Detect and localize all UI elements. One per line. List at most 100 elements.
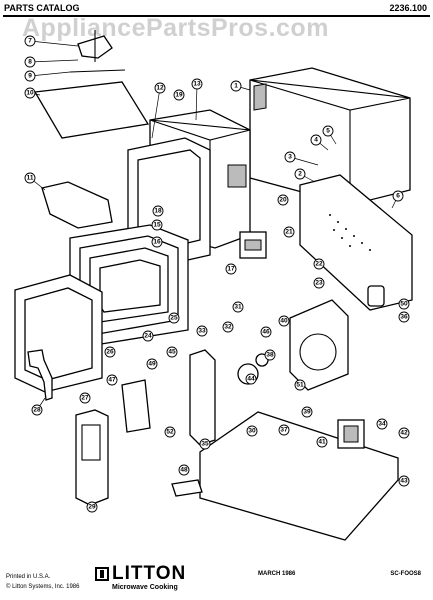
- svg-text:37: 37: [280, 427, 288, 434]
- brand-subtitle: Microwave Cooking: [112, 584, 178, 591]
- svg-text:1: 1: [234, 83, 238, 90]
- svg-text:26: 26: [106, 349, 114, 356]
- door-latch: [27, 349, 53, 401]
- svg-text:39: 39: [303, 409, 311, 416]
- callout-19: 19: [173, 89, 185, 101]
- svg-text:47: 47: [108, 377, 116, 384]
- callout-21: 21: [283, 226, 295, 238]
- callout-45: 45: [166, 346, 178, 358]
- callout-35: 35: [199, 438, 211, 450]
- svg-text:12: 12: [156, 85, 164, 92]
- svg-text:42: 42: [400, 430, 408, 437]
- copyright-note: © Litton Systems, Inc. 1986: [6, 584, 80, 590]
- callout-31: 31: [232, 301, 244, 313]
- callout-5: 5: [322, 125, 334, 137]
- outer-door: [14, 274, 103, 393]
- callout-51: 51: [294, 379, 306, 391]
- callout-50: 50: [398, 298, 410, 310]
- svg-text:51: 51: [296, 382, 304, 389]
- callout-30: 30: [246, 425, 258, 437]
- svg-text:19: 19: [175, 92, 183, 99]
- svg-text:52: 52: [166, 429, 174, 436]
- terminal-block: [171, 479, 203, 497]
- callout-41: 41: [316, 436, 328, 448]
- catalog-title: PARTS CATALOG: [4, 3, 80, 13]
- callout-33: 33: [196, 325, 208, 337]
- callout-28: 28: [31, 404, 43, 416]
- svg-text:8: 8: [28, 59, 32, 66]
- callout-2: 2: [294, 168, 306, 180]
- callout-42: 42: [398, 427, 410, 439]
- callout-48: 48: [178, 464, 190, 476]
- waveguide-cover: [33, 81, 150, 139]
- callout-46: 46: [260, 326, 272, 338]
- callout-38: 38: [264, 349, 276, 361]
- callout-43: 43: [398, 475, 410, 487]
- svg-text:7: 7: [28, 38, 32, 45]
- callout-13: 13: [191, 78, 203, 90]
- callout-16: 16: [151, 236, 163, 248]
- callout-47: 47: [106, 374, 118, 386]
- svg-text:49: 49: [148, 361, 156, 368]
- control-panel: [75, 409, 109, 506]
- publication-date: MARCH 1986: [258, 571, 296, 577]
- outer-cabinet: [249, 67, 411, 206]
- svg-text:4: 4: [314, 137, 318, 144]
- callout-15: 15: [151, 219, 163, 231]
- svg-text:36: 36: [400, 314, 408, 321]
- header-rule: [3, 15, 430, 17]
- callout-10: 10: [24, 87, 36, 99]
- callout-24: 24: [142, 330, 154, 342]
- svg-text:50: 50: [400, 301, 408, 308]
- svg-text:21: 21: [285, 229, 293, 236]
- svg-text:33: 33: [198, 328, 206, 335]
- svg-text:25: 25: [170, 315, 178, 322]
- svg-text:45: 45: [168, 349, 176, 356]
- svg-text:27: 27: [81, 395, 89, 402]
- callout-44: 44: [245, 373, 257, 385]
- callout-12: 12: [154, 82, 166, 94]
- callout-29: 29: [86, 501, 98, 513]
- callout-3: 3: [284, 151, 296, 163]
- callout-22: 22: [313, 258, 325, 270]
- side-panel: [189, 349, 216, 446]
- brand-block: LITTON Microwave Cooking: [95, 563, 187, 591]
- stirrer-shaft: [69, 69, 126, 73]
- svg-text:2: 2: [298, 171, 302, 178]
- callout-34: 34: [376, 418, 388, 430]
- svg-text:28: 28: [33, 407, 41, 414]
- svg-text:29: 29: [88, 504, 96, 511]
- svg-text:22: 22: [315, 261, 323, 268]
- callout-37: 37: [278, 424, 290, 436]
- svg-text:41: 41: [318, 439, 326, 446]
- svg-text:9: 9: [28, 73, 32, 80]
- capacitor: [367, 285, 385, 307]
- svg-text:16: 16: [153, 239, 161, 246]
- svg-text:30: 30: [248, 428, 256, 435]
- callout-8: 8: [24, 56, 36, 68]
- svg-text:10: 10: [26, 90, 34, 97]
- air-duct: [41, 181, 113, 229]
- callout-9: 9: [24, 70, 36, 82]
- leader-lines: [29, 40, 399, 411]
- callout-32: 32: [222, 321, 234, 333]
- callout-25: 25: [168, 312, 180, 324]
- svg-text:44: 44: [247, 376, 255, 383]
- svg-text:6: 6: [396, 193, 400, 200]
- fan-assembly: [237, 299, 349, 391]
- circuit-board: [121, 379, 151, 433]
- base-plate: [199, 411, 399, 541]
- callout-6: 6: [392, 190, 404, 202]
- callout-40: 40: [278, 315, 290, 327]
- magnetron: [239, 231, 267, 259]
- callout-26: 26: [104, 346, 116, 358]
- svg-text:35: 35: [201, 441, 209, 448]
- callout-17: 17: [225, 263, 237, 275]
- document-code: SC-FOOS8: [390, 571, 421, 577]
- svg-text:18: 18: [154, 208, 162, 215]
- svg-text:13: 13: [193, 81, 201, 88]
- brand-name: LITTON: [112, 563, 187, 584]
- brand-logo-icon: [95, 567, 109, 581]
- svg-text:34: 34: [378, 421, 386, 428]
